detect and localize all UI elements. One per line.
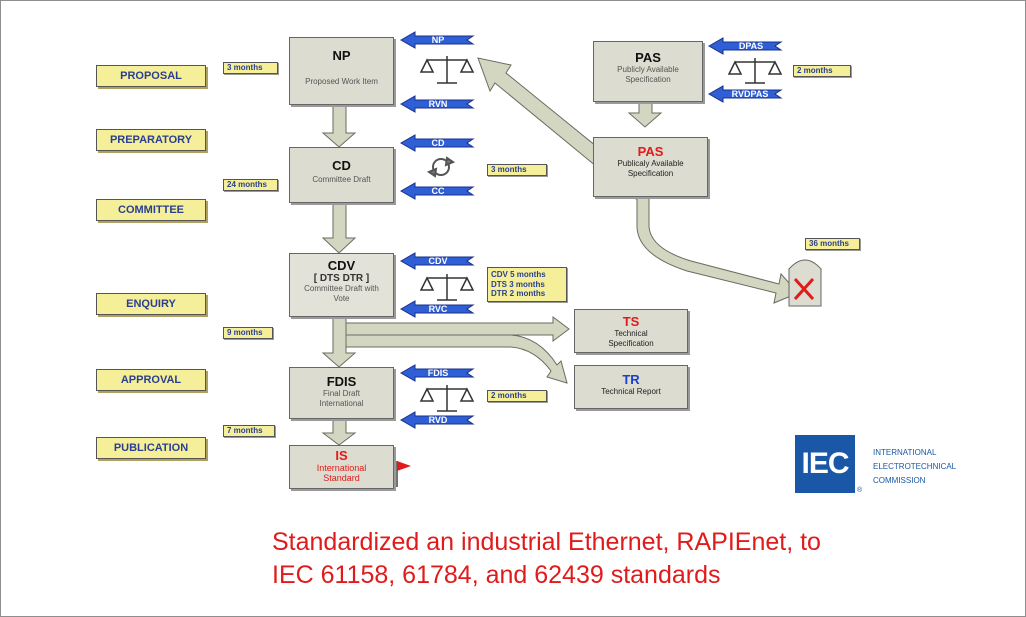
duration-cdv: CDV 5 months [491,270,546,279]
box-np: NP Proposed Work Item [289,37,394,105]
box-is-title: IS [335,448,348,463]
duration-withdrawal: 36 months [805,238,860,250]
box-pas-draft: PAS Publicly Available Specification [593,41,703,102]
rvd-arrow-label: RVD [428,415,448,425]
box-cd-subtitle: Committee Draft [312,175,371,184]
stage-proposal: PROPOSAL [96,65,206,87]
stage-approval: APPROVAL [96,369,206,391]
duration-cd-side: 3 months [487,164,547,176]
rvn-outgoing-arrow [399,95,475,113]
box-cdv-title: CDV [327,258,356,273]
box-cdv-bracket: [ DTS DTR ] [313,273,370,284]
stage-enquiry: ENQUIRY [96,293,206,315]
box-ts-subtitle: Technical Specification [608,329,654,348]
recycle-icon [426,156,456,178]
box-np-title: NP [332,48,351,63]
scale-icon-pas [727,58,783,84]
cc-arrow-label: CC [431,186,445,196]
iec-name-line-3: COMMISSION [873,476,926,485]
cd-arrow-label: CD [431,138,445,148]
box-tr-subtitle: Technical Report [601,387,661,396]
box-ts-title: TS [622,314,640,329]
box-tr: TR Technical Report [574,365,688,409]
scale-icon-np [419,56,475,84]
scale-icon-cdv [419,274,475,301]
arrow-cdv-to-tr [345,334,568,384]
duration-np: 3 months [223,62,278,74]
arrow-fdis-to-is [321,418,357,446]
arrow-pas-to-withdrawal [636,196,799,304]
rvc-outgoing-arrow [399,300,475,318]
flag-icon [396,461,411,487]
box-fdis: FDIS Final Draft International [289,367,394,419]
iec-name-line-1: INTERNATIONAL [873,448,937,457]
arrow-pas-down [627,101,663,128]
box-np-subtitle: Proposed Work Item [305,77,378,86]
dpas-incoming-arrow [707,37,783,55]
rvdpas-arrow-label: RVDPAS [731,89,769,99]
box-tr-title: TR [622,372,640,387]
dpas-arrow-label: DPAS [738,41,764,51]
duration-dtr: DTR 2 months [491,289,546,298]
stage-preparatory: PREPARATORY [96,129,206,151]
fdis-incoming-arrow [399,364,475,382]
box-cdv: CDV [ DTS DTR ] Committee Draft with Vot… [289,253,394,317]
box-fdis-title: FDIS [326,374,357,389]
cd-incoming-arrow [399,134,475,152]
box-cdv-subtitle: Committee Draft with Vote [304,284,379,303]
cc-outgoing-arrow [399,182,475,200]
stage-committee: COMMITTEE [96,199,206,221]
iec-logo: IEC [795,435,855,493]
cdv-incoming-arrow [399,252,475,270]
iec-registered-mark: ® [857,487,863,494]
arrow-np-to-cd [321,104,357,148]
iec-name-line-2: ELECTROTECHNICAL [873,462,957,471]
stage-publication: PUBLICATION [96,437,206,459]
rvc-arrow-label: RVC [428,304,448,314]
caption: Standardized an industrial Ethernet, RAP… [272,526,1012,592]
box-cd: CD Committee Draft [289,147,394,203]
caption-line-1: Standardized an industrial Ethernet, RAP… [272,528,821,556]
cdv-arrow-label: CDV [428,256,448,266]
box-pas-draft-subtitle: Publicly Available Specification [617,65,679,84]
rvdpas-outgoing-arrow [707,85,783,103]
rvd-outgoing-arrow [399,411,475,429]
np-arrow-label: NP [431,35,445,45]
rvn-arrow-label: RVN [428,99,448,109]
box-ts: TS Technical Specification [574,309,688,353]
duration-pas: 2 months [793,65,851,77]
np-incoming-arrow [399,31,475,49]
box-pas-published-subtitle: Publicaly Available Specification [617,159,684,178]
duration-publication: 7 months [223,425,275,437]
arrow-cd-to-cdv [321,202,357,254]
duration-dts: DTS 3 months [491,279,545,289]
box-pas-published-title: PAS [637,144,664,159]
fdis-arrow-label: FDIS [427,368,449,378]
box-is-subtitle: International Standard [316,463,367,483]
box-is: IS International Standard [289,445,394,489]
withdrawal-tombstone-icon [788,259,822,307]
duration-fdis: 2 months [487,390,547,402]
box-fdis-subtitle: Final Draft International [319,389,364,408]
box-pas-draft-title: PAS [635,50,661,65]
box-cd-title: CD [332,158,351,173]
box-pas-published: PAS Publicaly Available Specification [593,137,708,197]
duration-cdv-list: CDV 5 months DTS 3 months DTR 2 months [487,267,567,302]
scale-icon-fdis [419,385,475,412]
duration-cd: 24 months [223,179,278,191]
duration-enquiry: 9 months [223,327,273,339]
caption-line-2: IEC 61158, 61784, and 62439 standards [272,561,721,589]
